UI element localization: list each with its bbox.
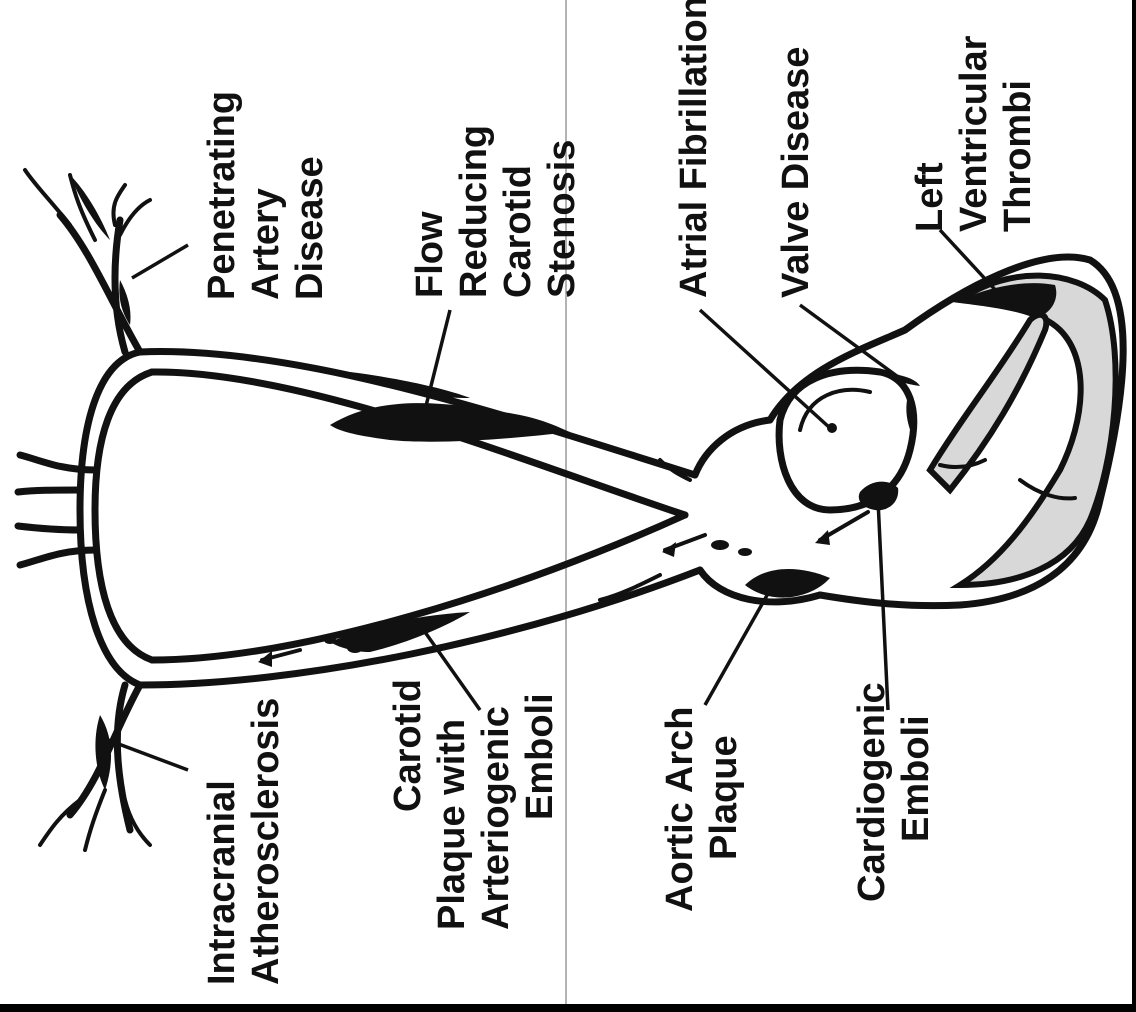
label-line: Atherosclerosis: [245, 698, 287, 985]
label-line: Emboli: [519, 693, 561, 820]
cerebral-branch-b: [18, 490, 80, 492]
label-line: Emboli: [895, 715, 937, 842]
label-line: Carotid: [497, 165, 539, 298]
label-line: Left: [909, 162, 951, 232]
label-line: Disease: [289, 156, 331, 300]
frame-right-edge: [1132, 0, 1136, 1012]
cerebral-branch-d: [18, 526, 80, 530]
label-line: Reducing: [453, 125, 495, 298]
label-line: Ventricular: [953, 35, 995, 232]
label-line: Intracranial: [201, 780, 243, 985]
emboli-fragment-4: [738, 548, 752, 556]
label-line: Flow: [409, 211, 451, 298]
label-line: Plaque with: [431, 719, 473, 930]
label-line: Aortic Arch: [659, 706, 701, 912]
emboli-fragment-1: [347, 643, 363, 653]
label-valve-disease: Valve Disease: [775, 47, 817, 298]
label-atrial-fibrillation: Atrial Fibrillation: [673, 0, 715, 298]
label-line: Atrial Fibrillation: [673, 0, 715, 298]
emboli-fragment-3: [711, 540, 729, 550]
label-line: Cardiogenic: [851, 682, 893, 902]
label-line: Stenosis: [541, 140, 583, 298]
frame-bottom-edge: [0, 1004, 1136, 1012]
emboli-fragment-2: [324, 636, 336, 644]
label-line: Carotid: [387, 679, 429, 812]
label-line: Plaque: [703, 735, 745, 860]
label-line: Penetrating: [201, 91, 243, 300]
label-line: Arteriogenic: [475, 706, 517, 930]
label-line: Artery: [245, 188, 287, 300]
label-line: Valve Disease: [775, 47, 817, 298]
label-line: Thrombi: [997, 80, 1039, 232]
